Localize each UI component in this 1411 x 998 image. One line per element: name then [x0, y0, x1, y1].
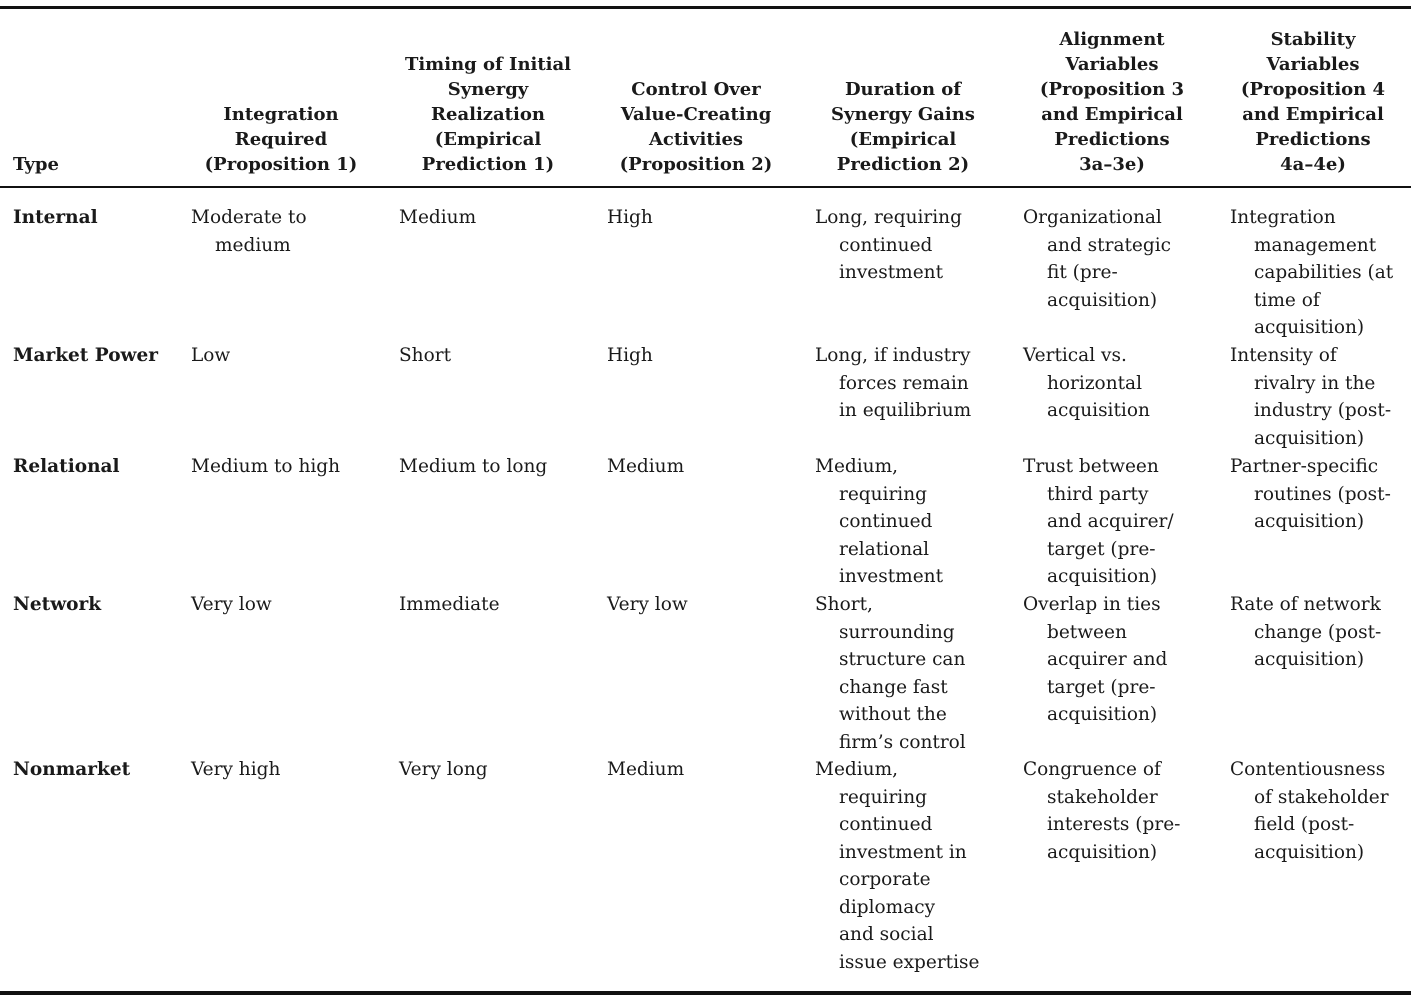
- row-nonmarket-timing: Very long: [399, 759, 488, 780]
- row-network-integration: Very low: [191, 594, 272, 615]
- row-internal-alignment: Organizational and strategic fit (pre- a…: [1023, 207, 1171, 311]
- row-nonmarket-stability: Contentiousness of stakeholder field (po…: [1230, 759, 1389, 863]
- header-rule: [0, 186, 1411, 188]
- row-market-power-timing: Short: [399, 345, 452, 366]
- row-internal-control: High: [607, 207, 653, 228]
- row-relational-stability: Partner-specific routines (post- acquisi…: [1230, 456, 1391, 532]
- row-network-timing: Immediate: [399, 594, 500, 615]
- row-relational-timing: Medium to long: [399, 456, 548, 477]
- row-nonmarket-integration: Very high: [191, 759, 281, 780]
- row-market-power-stability: Intensity of rivalry in the industry (po…: [1230, 345, 1392, 449]
- row-internal-stability: Integration management capabilities (at …: [1230, 207, 1394, 338]
- row-internal-timing: Medium: [399, 207, 477, 228]
- row-network-stability: Rate of network change (post- acquisitio…: [1230, 594, 1382, 670]
- table-bottom-rule: [0, 991, 1411, 995]
- row-internal-integration: Moderate to medium: [191, 207, 307, 256]
- row-network-type: Network: [13, 594, 102, 615]
- header-duration-synergy-gains: Duration of Synergy Gains (Empirical Pre…: [831, 79, 975, 175]
- row-relational-control: Medium: [607, 456, 685, 477]
- row-market-power-type: Market Power: [13, 345, 158, 366]
- row-nonmarket-type: Nonmarket: [13, 759, 131, 780]
- table-top-rule: [0, 6, 1411, 9]
- header-stability-variables: Stability Variables (Proposition 4 and E…: [1240, 29, 1386, 175]
- header-type: Type: [13, 154, 59, 175]
- header-integration-required: Integration Required (Proposition 1): [204, 104, 358, 175]
- row-relational-alignment: Trust between third party and acquirer/ …: [1023, 456, 1174, 587]
- row-relational-integration: Medium to high: [191, 456, 341, 477]
- header-timing-initial-synergy: Timing of Initial Synergy Realization (E…: [404, 54, 572, 175]
- row-nonmarket-control: Medium: [607, 759, 685, 780]
- row-nonmarket-duration: Medium, requiring continued investment i…: [815, 759, 980, 973]
- row-market-power-control: High: [607, 345, 653, 366]
- row-relational-type: Relational: [13, 456, 120, 477]
- row-market-power-alignment: Vertical vs. horizontal acquisition: [1023, 345, 1150, 421]
- row-network-duration: Short, surrounding structure can change …: [815, 594, 966, 753]
- row-nonmarket-alignment: Congruence of stakeholder interests (pre…: [1023, 759, 1181, 863]
- row-market-power-duration: Long, if industry forces remain in equil…: [815, 345, 972, 421]
- row-relational-duration: Medium, requiring continued relational i…: [815, 456, 943, 587]
- header-alignment-variables: Alignment Variables (Proposition 3 and E…: [1039, 29, 1185, 175]
- header-control-value-creating: Control Over Value-Creating Activities (…: [619, 79, 773, 175]
- row-market-power-integration: Low: [191, 345, 231, 366]
- row-internal-type: Internal: [13, 207, 98, 228]
- row-network-control: Very low: [607, 594, 688, 615]
- row-network-alignment: Overlap in ties between acquirer and tar…: [1023, 594, 1168, 725]
- row-internal-duration: Long, requiring continued investment: [815, 207, 962, 283]
